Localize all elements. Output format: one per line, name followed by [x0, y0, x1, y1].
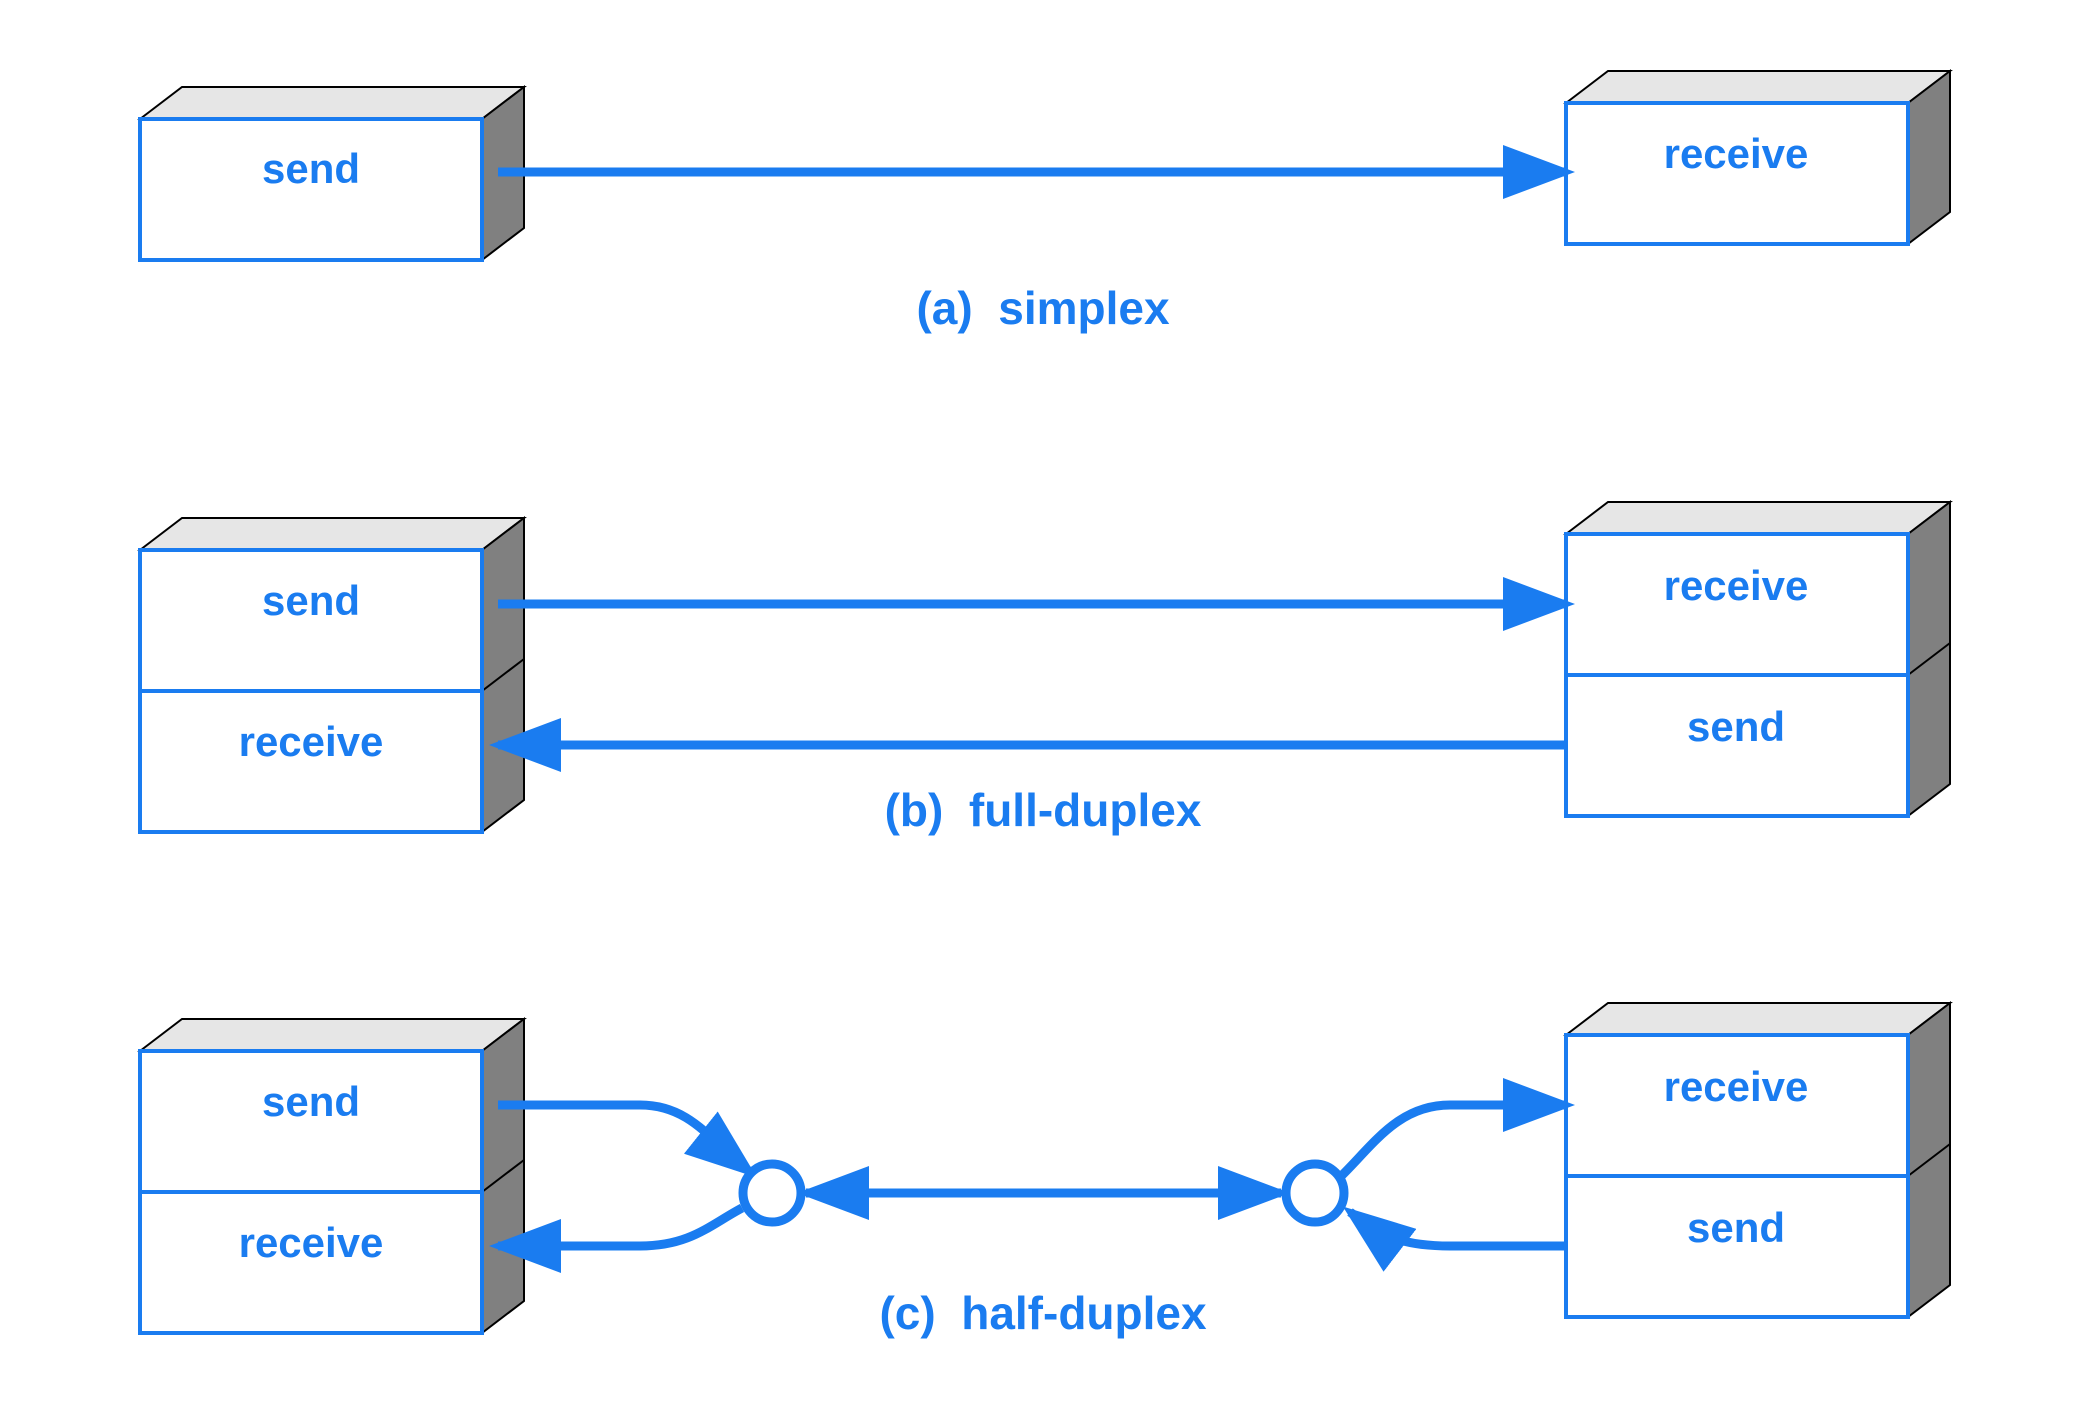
simplex-left-box: send — [137, 84, 527, 263]
half-duplex-caption: (c) half-duplex — [879, 1287, 1207, 1339]
half-duplex-right-switch — [1281, 1159, 1349, 1227]
box-side-divider — [1907, 642, 1951, 676]
box-top-face — [137, 517, 527, 551]
half-duplex-switch-to-right-receive-arrow — [1331, 1078, 1575, 1186]
half-duplex-right-send-label: send — [1687, 1204, 1785, 1251]
box-front-face — [138, 117, 484, 262]
full-duplex-left-send-label: send — [262, 577, 360, 624]
full-duplex-diagram: send receive receive send (b) full-duple… — [137, 499, 1953, 836]
half-duplex-left-receive-label: receive — [239, 1219, 384, 1266]
full-duplex-caption: (b) full-duplex — [885, 784, 1202, 836]
box-top-face — [1563, 70, 1953, 104]
half-duplex-switch-to-left-receive-arrow — [489, 1204, 745, 1273]
box-top-face — [137, 86, 527, 120]
full-duplex-left-box: send receive — [137, 515, 527, 835]
full-duplex-right-receive-label: receive — [1664, 562, 1809, 609]
simplex-right-box: receive — [1563, 68, 1953, 247]
half-duplex-right-receive-label: receive — [1664, 1063, 1809, 1110]
box-side-divider — [481, 1159, 525, 1193]
half-duplex-left-send-label: send — [262, 1078, 360, 1125]
half-duplex-right-box: receive send — [1563, 1000, 1953, 1320]
half-duplex-left-send-to-switch-arrow — [498, 1100, 758, 1178]
simplex-caption: (a) simplex — [916, 282, 1170, 334]
box-top-face — [137, 1018, 527, 1052]
box-top-face — [1563, 1002, 1953, 1036]
full-duplex-right-box: receive send — [1563, 499, 1953, 819]
box-top-face — [1563, 501, 1953, 535]
full-duplex-left-receive-label: receive — [239, 718, 384, 765]
half-duplex-right-send-to-switch-arrow — [1342, 1206, 1566, 1272]
half-duplex-left-switch — [738, 1159, 806, 1227]
box-side-divider — [1907, 1143, 1951, 1177]
simplex-left-send-label: send — [262, 145, 360, 192]
box-side-divider — [481, 658, 525, 692]
half-duplex-left-box: send receive — [137, 1016, 527, 1336]
half-duplex-diagram: send receive receive send (c) half-duple… — [137, 1000, 1953, 1339]
full-duplex-right-send-label: send — [1687, 703, 1785, 750]
simplex-diagram: send receive (a) simplex — [137, 68, 1953, 334]
box-side-face — [1907, 68, 1951, 247]
simplex-right-receive-label: receive — [1664, 130, 1809, 177]
